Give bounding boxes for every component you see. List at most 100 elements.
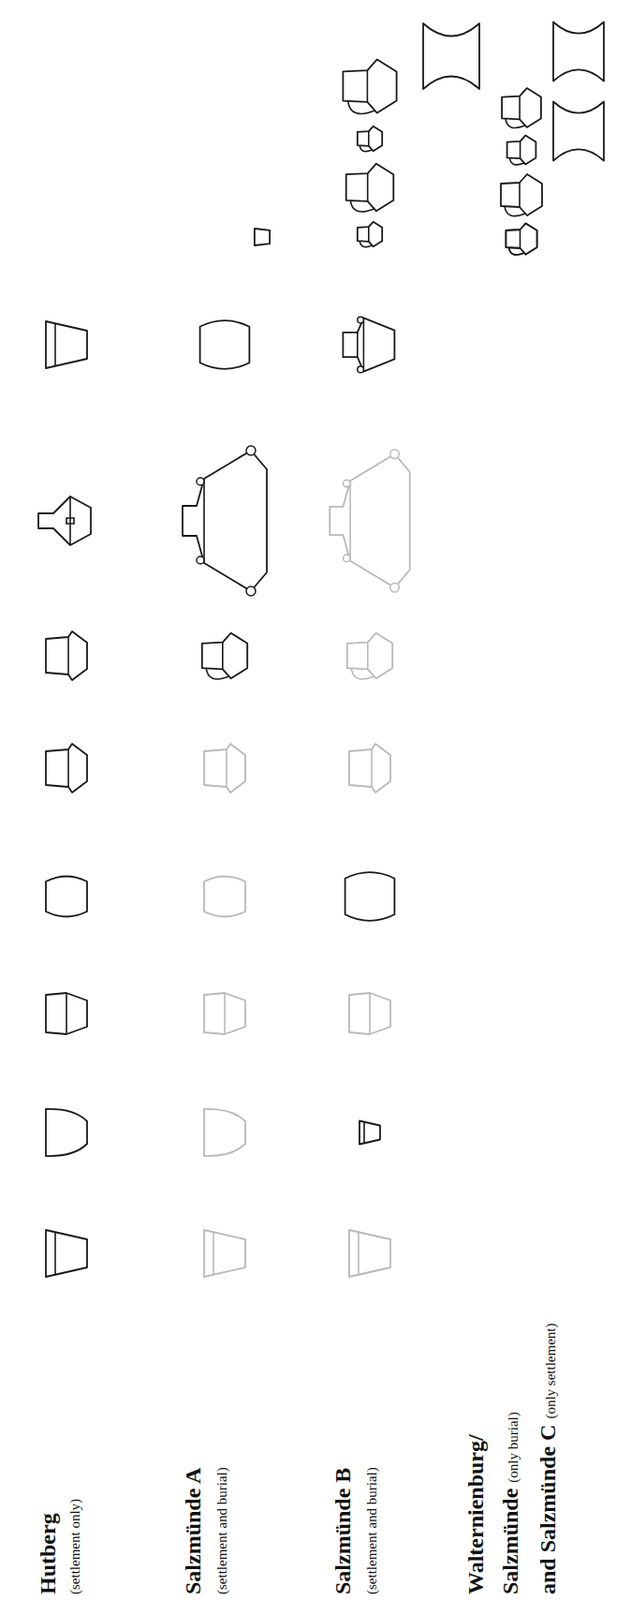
- vessel-outline: [500, 174, 543, 216]
- vessel-outline: [553, 102, 604, 162]
- vessel-lug: [390, 449, 400, 459]
- vessel-lug: [390, 583, 400, 593]
- vessel-drawing: [357, 126, 382, 152]
- vessel-drawing: [506, 223, 538, 256]
- vessel-drawing: [349, 1229, 391, 1277]
- vessel-outline: [45, 1229, 88, 1277]
- vessel-drawing: [182, 445, 267, 596]
- vessel-drawing: [553, 21, 604, 81]
- vessel-outline: [45, 321, 88, 368]
- vessel-detail: [366, 642, 369, 670]
- vessel-lug: [357, 366, 365, 373]
- vessel-outline: [346, 163, 395, 212]
- vessel-detail: [351, 667, 374, 679]
- vessel-detail: [223, 992, 226, 1034]
- vessel-drawing: [45, 992, 88, 1034]
- vessel-lug: [196, 477, 205, 485]
- vessel-drawing: [342, 316, 395, 372]
- vessel-drawing: [45, 321, 88, 368]
- vessel-detail: [359, 145, 372, 151]
- vessel-outline: [200, 320, 250, 369]
- vessel-outline: [45, 876, 88, 917]
- phase-name: Salzmünde A: [180, 1467, 206, 1594]
- vessel-drawing: [204, 1229, 246, 1277]
- vessel-drawing: [345, 871, 396, 921]
- vessel-detail: [356, 332, 359, 357]
- vessel-outline: [349, 743, 391, 793]
- vessel-detail: [519, 229, 522, 249]
- vessel-detail: [368, 992, 371, 1034]
- vessel-drawing: [346, 163, 395, 212]
- vessel-detail: [505, 117, 526, 128]
- phase-name: Salzmünde: [498, 1487, 523, 1594]
- vessel-drawing: [329, 449, 411, 592]
- vessel-outline: [342, 317, 395, 371]
- phase-label: Salzmünde B: [330, 1467, 357, 1594]
- vessel-outline: [254, 228, 270, 246]
- vessel-lug: [196, 556, 205, 564]
- vessel-detail: [367, 131, 370, 147]
- vessel-drawing: [45, 743, 88, 793]
- vessel-drawing: [45, 876, 88, 917]
- vessel-outline: [347, 632, 393, 678]
- vessel-drawing: [204, 743, 246, 793]
- vessel-drawing: [359, 1120, 381, 1145]
- vessel-outline: [506, 223, 538, 255]
- vessel-outline: [182, 450, 267, 591]
- vessel-drawing: [38, 496, 91, 545]
- vessel-outline: [357, 126, 382, 151]
- phase-label: Salzmünde A: [180, 1467, 207, 1594]
- vessel-detail: [363, 1121, 366, 1144]
- phase-label: (settlement and burial): [363, 1466, 381, 1594]
- phase-name: Hutberg: [35, 1511, 60, 1594]
- vessel-detail: [205, 667, 229, 679]
- vessel-detail: [518, 182, 521, 207]
- context-note: (settlement and burial): [214, 1466, 230, 1594]
- vessel-detail: [54, 322, 57, 367]
- vessel-outline: [506, 223, 538, 255]
- vessel-drawing: [202, 632, 248, 679]
- vessel-outline: [202, 632, 248, 678]
- phase-name: Salzmünde B: [330, 1467, 355, 1594]
- phase-label: (settlement only): [66, 1497, 84, 1594]
- vessel-drawing: [349, 992, 391, 1034]
- vessel-lug: [246, 586, 256, 596]
- vessel-detail: [203, 478, 206, 563]
- vessel-drawing: [204, 992, 246, 1034]
- vessel-detail: [212, 1231, 215, 1275]
- vessel-detail: [363, 317, 366, 371]
- vessel-drawing: [45, 1229, 88, 1277]
- vessel-outline: [349, 992, 391, 1034]
- vessel-drawing: [357, 221, 382, 248]
- vessel-detail: [349, 480, 352, 561]
- vessel-detail: [509, 247, 526, 255]
- vessel-detail: [359, 240, 372, 247]
- vessel-detail: [509, 157, 524, 164]
- context-note: (settlement and burial): [364, 1466, 380, 1594]
- vessel-outline: [204, 992, 246, 1034]
- phase-label: Walternienburg/: [463, 1433, 490, 1594]
- vessel-lug: [246, 445, 256, 455]
- vessel-detail: [65, 992, 68, 1034]
- vessel-detail: [350, 200, 374, 212]
- vessel-detail: [366, 173, 369, 202]
- vessel-detail: [366, 70, 369, 103]
- phase-label: (settlement and burial): [213, 1466, 231, 1594]
- context-note: (only settlement): [542, 1322, 558, 1419]
- vessel-drawing: [349, 743, 391, 793]
- vessel-detail: [504, 205, 526, 217]
- vessel-drawing: [254, 228, 270, 246]
- vessel-lug: [343, 554, 352, 562]
- vessel-detail: [54, 1231, 57, 1275]
- vessel-lug: [357, 316, 365, 323]
- phase-label: Salzmünde(only burial): [498, 1410, 525, 1594]
- vessel-detail: [69, 496, 72, 545]
- phase-label: and Salzmünde C(only settlement): [535, 1322, 562, 1594]
- vessel-detail: [519, 141, 522, 159]
- vessel-drawing: [501, 88, 542, 128]
- vessel-detail: [367, 226, 370, 242]
- vessel-detail: [357, 1231, 360, 1275]
- vessel-outline: [553, 21, 604, 81]
